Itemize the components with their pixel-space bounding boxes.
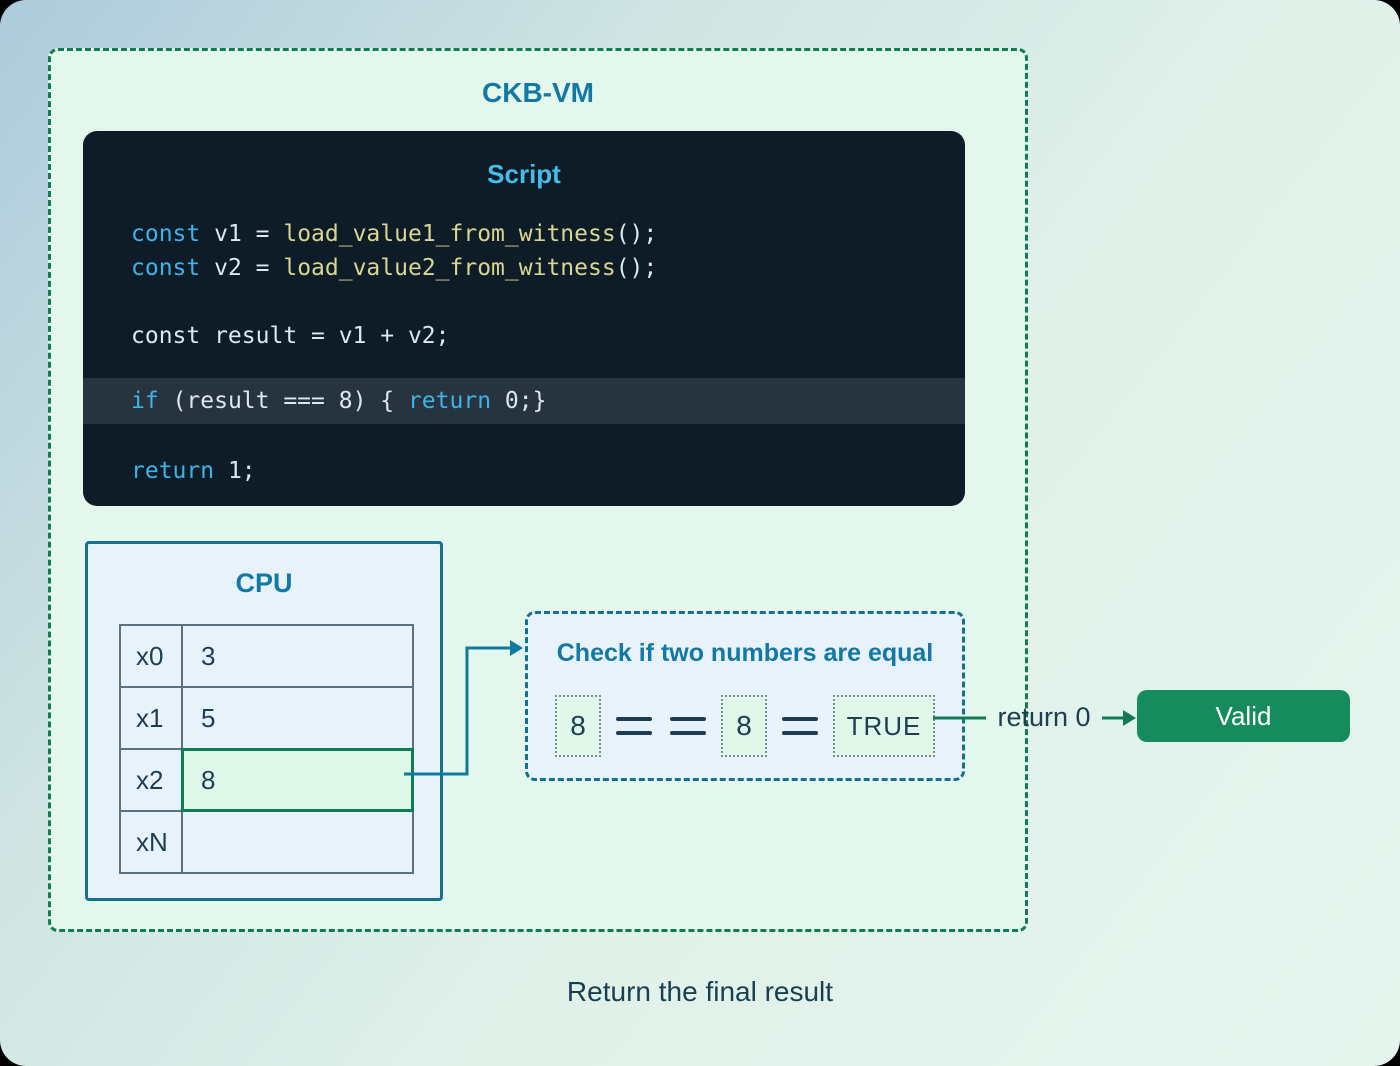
code-line-2: const v2 = load_value2_from_witness();: [131, 252, 945, 284]
code-line-5: return 1;: [131, 455, 945, 487]
equals-icon: [782, 717, 818, 735]
table-row: xN: [121, 812, 412, 872]
code-token: const: [131, 221, 201, 247]
code-token: const result = v1 + v2;: [131, 323, 450, 349]
table-row: x2 8: [121, 748, 414, 812]
register-name: x2: [121, 750, 183, 810]
table-row: x0 3: [121, 626, 412, 688]
operand-chip: 8: [555, 695, 601, 757]
cpu-title: CPU: [235, 568, 293, 598]
code-token: (result === 8) {: [158, 388, 408, 414]
register-name: x0: [121, 626, 183, 686]
page-caption: Return the final result: [566, 976, 834, 1007]
code-token: v2 =: [200, 255, 284, 281]
code-line-1: const v1 = load_value1_from_witness();: [131, 218, 945, 250]
operand-chip: 8: [721, 695, 767, 757]
equality-expression: 8 8 TRUE: [528, 694, 962, 758]
equality-check-box: Check if two numbers are equal 8 8 TRUE: [525, 611, 965, 781]
ckb-vm-title: CKB-VM: [482, 77, 594, 108]
cpu-box: CPU x0 3 x1 5 x2 8 xN: [85, 541, 443, 901]
code-token: load_value2_from_witness: [283, 255, 616, 281]
code-token: 0;}: [491, 388, 547, 414]
register-value-highlighted: 8: [181, 748, 414, 812]
code-token: if: [131, 388, 159, 414]
register-value: [183, 812, 412, 872]
code-line-3: const result = v1 + v2;: [131, 320, 945, 352]
register-value: 5: [201, 702, 216, 733]
script-code-block: Script const v1 = load_value1_from_witne…: [83, 131, 965, 506]
ckb-vm-container: CKB-VM Script const v1 = load_value1_fro…: [48, 48, 1028, 932]
double-equals-icon: [616, 717, 706, 735]
code-token: 1;: [214, 458, 256, 484]
result-chip: TRUE: [833, 695, 935, 757]
register-value: 3: [201, 640, 216, 671]
valid-button: Valid: [1137, 690, 1350, 742]
highlighted-line-band: if (result === 8) { return 0;}: [83, 378, 965, 424]
code-token: ();: [615, 221, 658, 247]
code-token: const: [131, 255, 201, 281]
register-name: x1: [121, 688, 183, 748]
return-0-label: return 0: [997, 702, 1091, 732]
code-token: v1 =: [200, 221, 284, 247]
equality-check-title: Check if two numbers are equal: [556, 639, 934, 667]
register-name: xN: [121, 812, 183, 872]
code-token: load_value1_from_witness: [283, 221, 616, 247]
code-token: ();: [615, 255, 658, 281]
table-row: x1 5: [121, 688, 412, 750]
code-line-4: if (result === 8) { return 0;}: [131, 385, 945, 417]
script-title: Script: [487, 159, 561, 189]
code-token: return: [407, 388, 492, 414]
arrowhead-icon: [1123, 710, 1136, 726]
code-token: return: [131, 458, 215, 484]
register-table: x0 3 x1 5 x2 8 xN: [119, 624, 414, 874]
